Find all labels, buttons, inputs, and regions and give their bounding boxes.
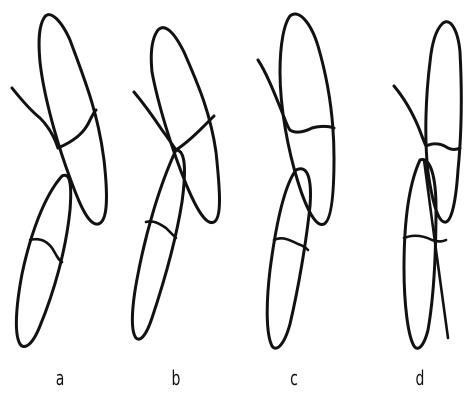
panel-d-drawing (394, 22, 461, 349)
panel-d-hypha (394, 86, 426, 146)
panel-label-c: c (290, 368, 298, 391)
panel-c-septum-1 (290, 127, 334, 133)
panel-label-b: b (172, 368, 181, 391)
panel-b-upper-septum (176, 116, 214, 150)
panel-d-septum-1 (426, 144, 460, 150)
panel-b-lower-cell (132, 150, 184, 339)
panel-d-septum-2 (404, 236, 446, 242)
panel-label-d: d (416, 368, 425, 391)
panel-a-drawing (12, 15, 106, 347)
panel-c-upper-cell (280, 14, 334, 224)
panel-a-upper-septum (58, 110, 96, 148)
panel-c-drawing (258, 14, 334, 348)
panel-b-upper-hypha (134, 92, 176, 150)
panel-c-hypha (258, 60, 290, 130)
panel-d-upper-cell (426, 22, 461, 222)
panel-a-lower-septum (30, 239, 62, 262)
panel-b-drawing (132, 28, 219, 340)
panel-c-septum-2 (274, 238, 308, 250)
panel-b-upper-cell (151, 28, 219, 223)
panel-label-a: a (56, 368, 65, 391)
